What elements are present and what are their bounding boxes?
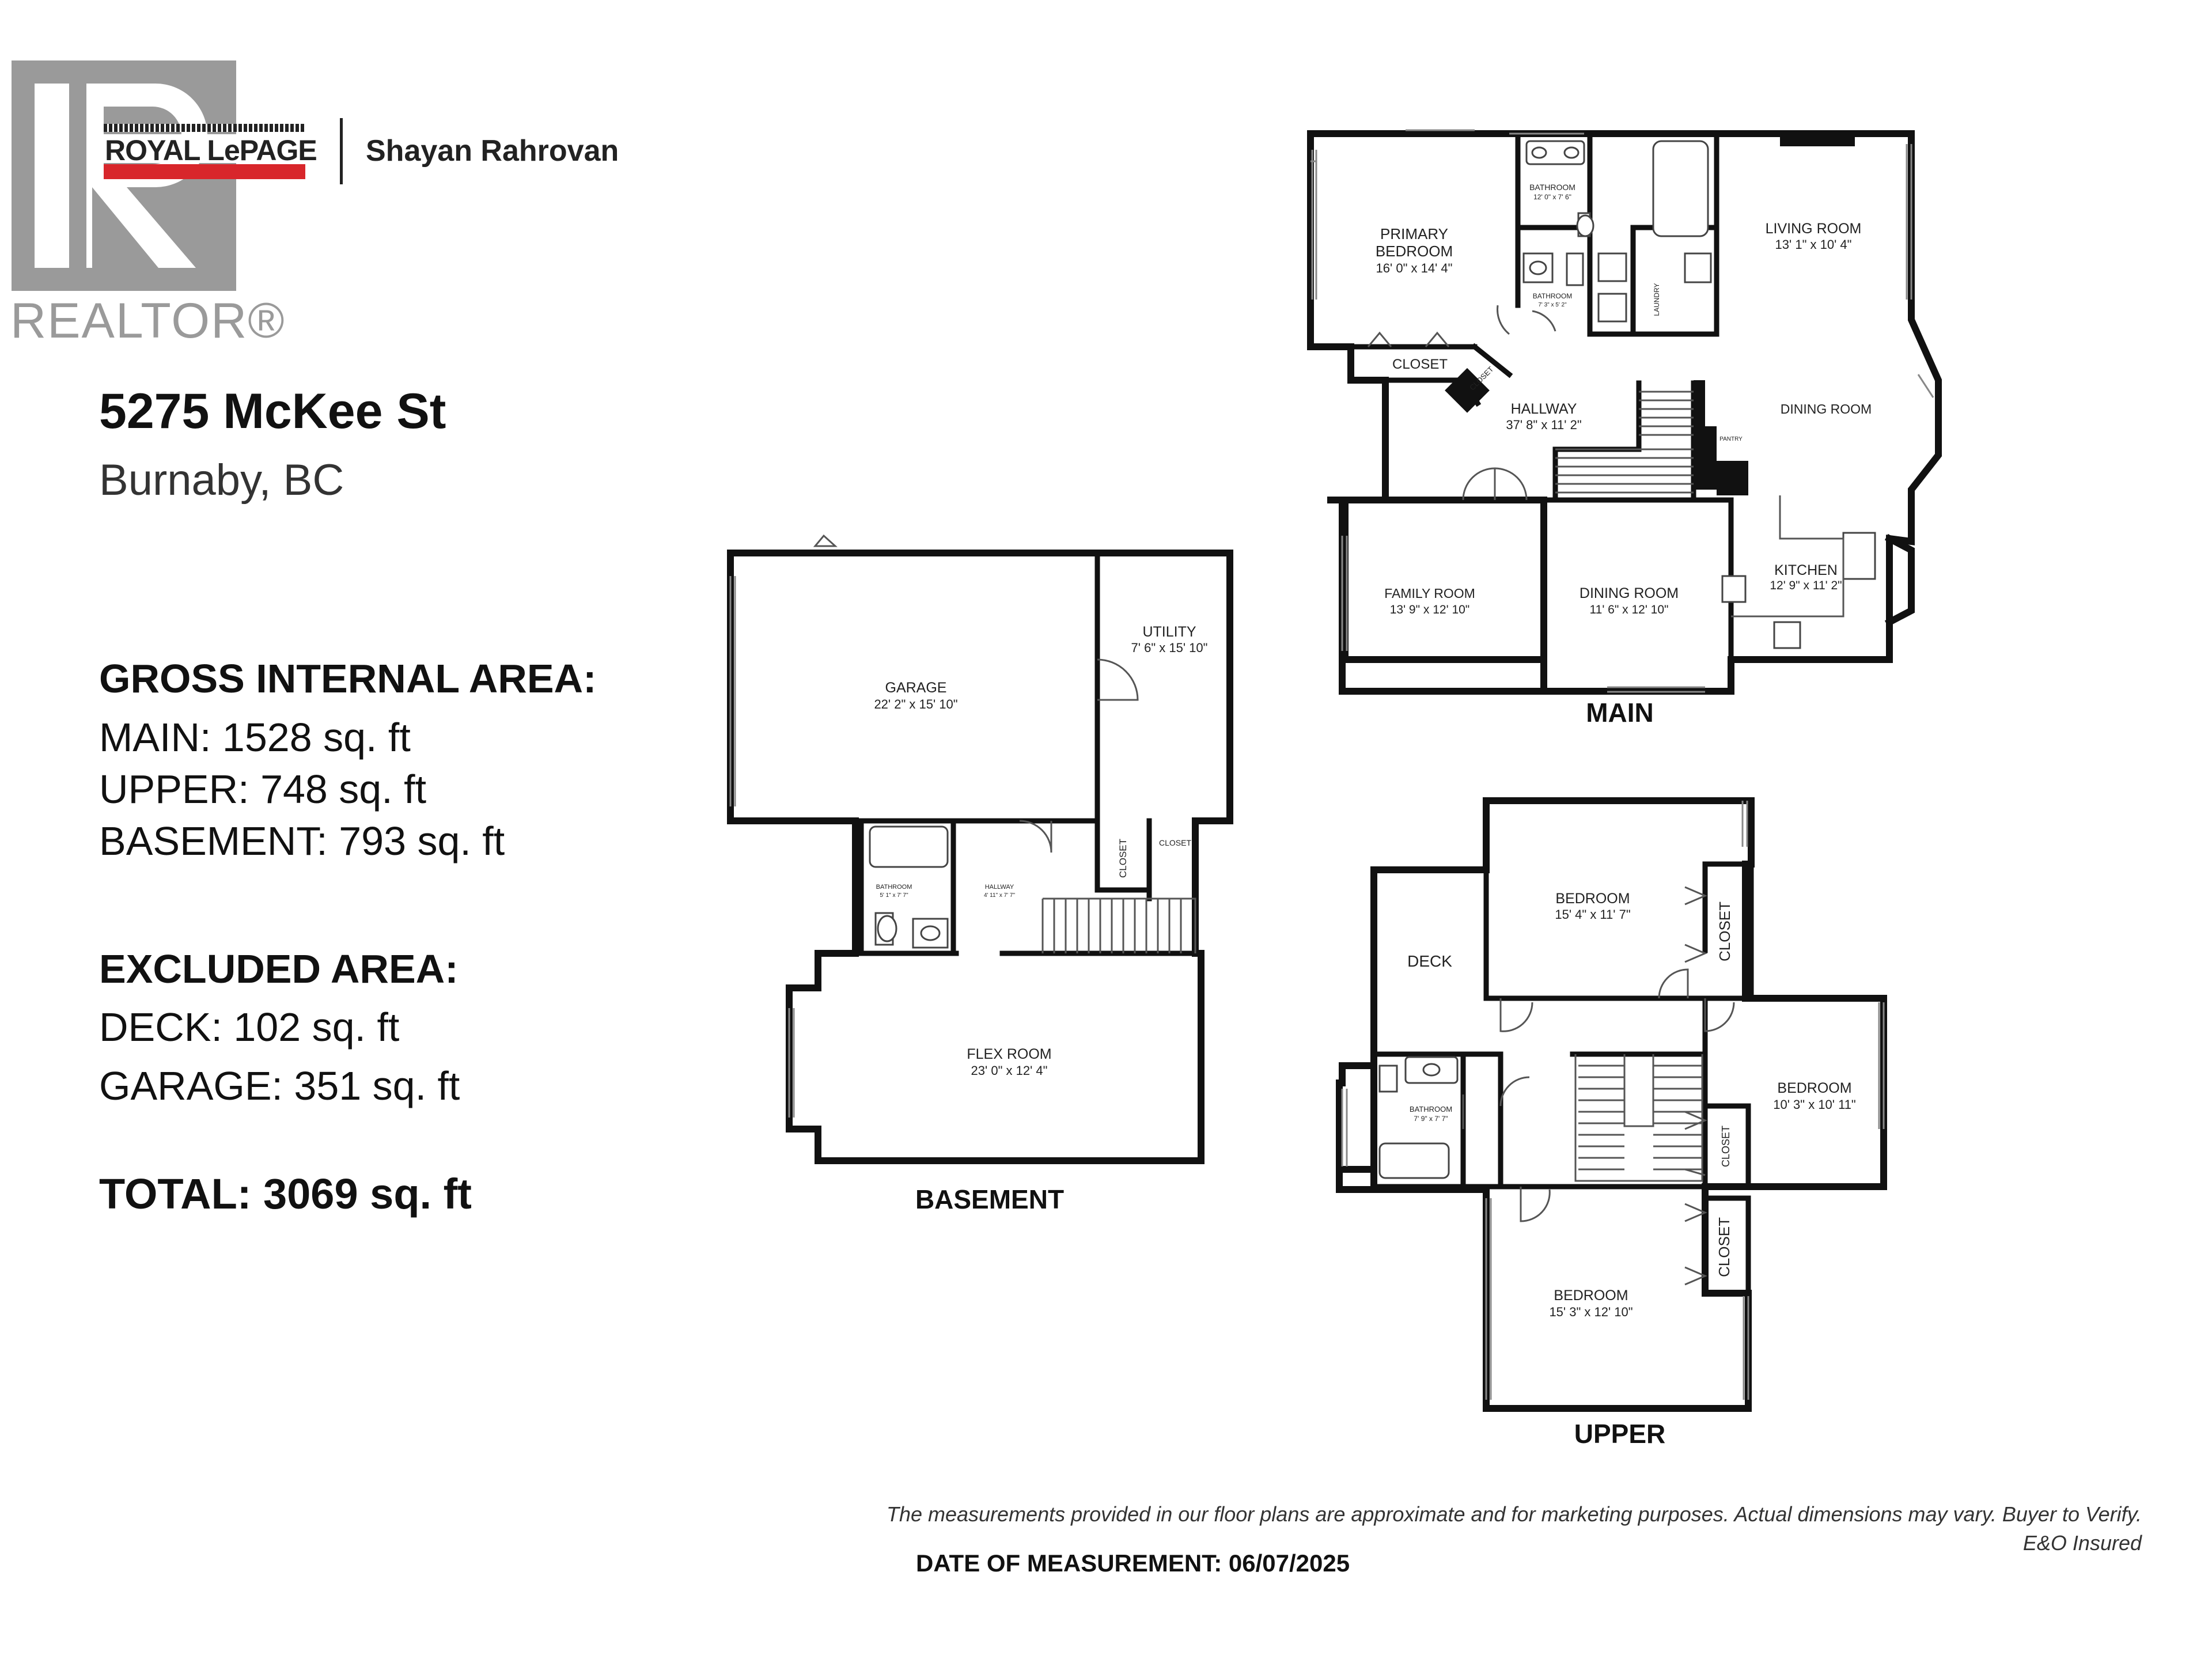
main-primary-bedroom-label2: BEDROOM <box>1376 243 1453 260</box>
brand-divider <box>340 118 343 184</box>
basement-bathroom-label: BATHROOM <box>876 884 912 891</box>
main-bathroom-small-dim: 7' 3" x 5' 2" <box>1538 302 1567 308</box>
upper-bedroom3-dim: 15' 3" x 12' 10" <box>1549 1305 1633 1319</box>
gross-area-basement: BASEMENT: 793 sq. ft <box>99 819 505 863</box>
main-kitchen-dim: 12' 9" x 11' 2" <box>1770 579 1842 592</box>
main-kitchen-label: KITCHEN <box>1774 562 1838 578</box>
property-address: 5275 McKee St <box>99 384 446 439</box>
main-laundry-label: LAUNDRY <box>1653 283 1661 316</box>
upper-floor-plan: BEDROOM 15' 4" x 11' 7" DECK CLOSET BATH… <box>1336 797 1887 1449</box>
basement-closet-b-label: CLOSET <box>1159 838 1191 847</box>
main-hallway-dim: 37' 8" x 11' 2" <box>1506 418 1581 432</box>
gross-area-upper: UPPER: 748 sq. ft <box>99 767 427 812</box>
basement-bathroom-dim: 5' 1" x 7' 7" <box>880 892 908 899</box>
upper-closet3-label: CLOSET <box>1715 1217 1733 1277</box>
upper-bathroom-dim: 7' 9" x 7' 7" <box>1414 1115 1448 1123</box>
upper-floor-title: UPPER <box>1574 1419 1665 1449</box>
basement-hallway-label: HALLWAY <box>985 884 1014 891</box>
main-dining-room-label: DINING ROOM <box>1580 585 1679 601</box>
basement-closet-a-label: CLOSET <box>1118 839 1128 878</box>
basement-flex-room-dim: 23' 0" x 12' 4" <box>971 1063 1048 1078</box>
upper-closet1-label: CLOSET <box>1716 902 1733 961</box>
main-living-room-label: LIVING ROOM <box>1766 221 1862 237</box>
basement-garage-dim: 22' 2" x 15' 10" <box>874 697 957 711</box>
main-pantry-label: PANTRY <box>1719 436 1743 442</box>
main-bathroom-top-dim: 12' 0" x 7' 6" <box>1533 193 1571 201</box>
upper-bedroom1-dim: 15' 4" x 11' 7" <box>1555 907 1630 922</box>
main-family-room-label: FAMILY ROOM <box>1384 586 1475 601</box>
upper-bathroom-label: BATHROOM <box>1410 1105 1452 1113</box>
agent-name: Shayan Rahrovan <box>366 134 619 168</box>
brand-red-bar <box>104 124 305 181</box>
main-hallway-label: HALLWAY <box>1511 401 1577 417</box>
main-primary-bedroom-dim: 16' 0" x 14' 4" <box>1376 261 1453 275</box>
basement-flex-room-label: FLEX ROOM <box>967 1046 1051 1062</box>
basement-garage-label: GARAGE <box>885 680 947 696</box>
main-primary-bedroom-label: PRIMARY <box>1380 225 1448 243</box>
basement-floor-title: BASEMENT <box>915 1184 1064 1214</box>
main-bathroom-small-label: BATHROOM <box>1533 292 1572 300</box>
upper-bedroom2-label: BEDROOM <box>1777 1080 1851 1096</box>
main-bathroom-top-label: BATHROOM <box>1529 183 1575 192</box>
main-floor-plan: PRIMARY BEDROOM 16' 0" x 14' 4" BATHROOM… <box>1307 129 1942 728</box>
main-closet-label: CLOSET <box>1392 357 1448 372</box>
gross-area-main: MAIN: 1528 sq. ft <box>99 715 411 760</box>
excluded-area-garage: GARAGE: 351 sq. ft <box>99 1063 460 1108</box>
disclaimer-text: The measurements provided in our floor p… <box>886 1502 2142 1526</box>
basement-hallway-dim: 4' 11" x 7' 7" <box>984 892 1016 899</box>
measurement-date: DATE OF MEASUREMENT: 06/07/2025 <box>916 1550 1350 1577</box>
upper-bedroom3-label: BEDROOM <box>1554 1287 1628 1304</box>
excluded-area-deck: DECK: 102 sq. ft <box>99 1005 400 1050</box>
brand-wordmark: ROYAL LePAGE <box>105 134 317 166</box>
property-city: Burnaby, BC <box>99 456 344 505</box>
total-area: TOTAL: 3069 sq. ft <box>99 1170 472 1218</box>
realtor-wordmark: REALTOR® <box>10 293 286 349</box>
main-floor-title: MAIN <box>1586 698 1654 728</box>
upper-deck-label: DECK <box>1407 952 1452 970</box>
upper-bedroom1-label: BEDROOM <box>1555 891 1630 907</box>
gross-area-title: GROSS INTERNAL AREA: <box>99 656 597 701</box>
upper-bedroom2-dim: 10' 3" x 10' 11" <box>1773 1097 1855 1112</box>
main-family-room-dim: 13' 9" x 12' 10" <box>1390 603 1470 616</box>
basement-utility-label: UTILITY <box>1142 624 1196 640</box>
insured-text: E&O Insured <box>2022 1531 2142 1555</box>
main-dining-room-right-label: DINING ROOM <box>1781 402 1872 416</box>
main-dining-room-dim: 11' 6" x 12' 10" <box>1590 603 1669 616</box>
excluded-area-title: EXCLUDED AREA: <box>99 946 459 991</box>
upper-closet2-label: CLOSET <box>1720 1126 1732 1167</box>
main-living-room-dim: 13' 1" x 10' 4" <box>1775 237 1852 252</box>
basement-utility-dim: 7' 6" x 15' 10" <box>1131 641 1208 655</box>
basement-plan: GARAGE 22' 2" x 15' 10" UTILITY 7' 6" x … <box>727 534 1233 1214</box>
